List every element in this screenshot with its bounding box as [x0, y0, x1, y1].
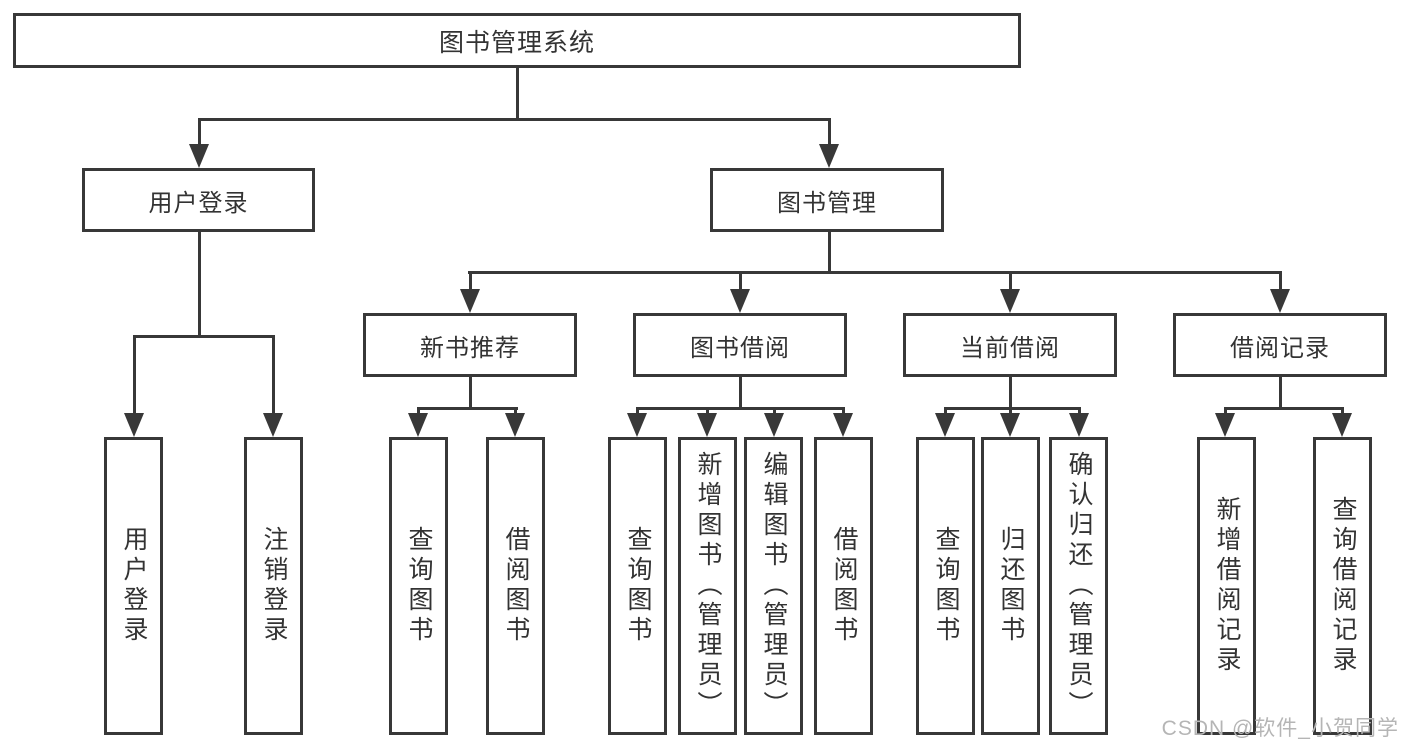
arrowhead-icon: [408, 413, 428, 437]
arrowhead-icon: [263, 413, 283, 437]
leaf-cb-return-books: 归还图书: [981, 437, 1040, 735]
arrowhead-icon: [833, 413, 853, 437]
leaf-bb-borrow-books: 借阅图书: [814, 437, 873, 735]
connector-vline: [514, 407, 517, 417]
connector-vline: [1279, 271, 1282, 293]
leaf-nb-query-books: 查询图书: [389, 437, 448, 735]
connector-vline: [1078, 407, 1081, 417]
node-library-system: 图书管理系统: [13, 13, 1021, 68]
connector-vline: [828, 118, 831, 148]
arrowhead-icon: [1332, 413, 1352, 437]
connector-vline: [469, 271, 472, 293]
connector-vline: [1009, 377, 1012, 408]
connector-vline: [1009, 271, 1012, 293]
connector-vline: [706, 407, 709, 417]
connector-vline: [842, 407, 845, 417]
connector-vline: [198, 232, 201, 336]
arrowhead-icon: [935, 413, 955, 437]
leaf-user-login: 用户登录: [104, 437, 163, 735]
connector-hline: [198, 118, 831, 121]
arrowhead-icon: [730, 289, 750, 313]
connector-vline: [828, 232, 831, 273]
leaf-bb-edit-books-admin: 编辑图书（管理员）: [744, 437, 803, 735]
connector-vline: [636, 407, 639, 417]
connector-hline: [636, 407, 845, 410]
node-current-borrow: 当前借阅: [903, 313, 1117, 377]
arrowhead-icon: [627, 413, 647, 437]
arrowhead-icon: [460, 289, 480, 313]
connector-hline: [417, 407, 518, 410]
leaf-logout: 注销登录: [244, 437, 303, 735]
connector-vline: [516, 68, 519, 120]
arrowhead-icon: [1215, 413, 1235, 437]
node-new-book-recommend: 新书推荐: [363, 313, 577, 377]
connector-vline: [417, 407, 420, 417]
connector-vline: [1279, 377, 1282, 408]
connector-hline: [1224, 407, 1344, 410]
connector-vline: [739, 271, 742, 293]
connector-vline: [272, 335, 275, 417]
connector-hline: [133, 335, 275, 338]
leaf-bb-add-books-admin: 新增图书（管理员）: [678, 437, 737, 735]
arrowhead-icon: [697, 413, 717, 437]
connector-vline: [1009, 407, 1012, 417]
arrowhead-icon: [819, 144, 839, 168]
connector-vline: [739, 377, 742, 408]
leaf-nb-borrow-books: 借阅图书: [486, 437, 545, 735]
arrowhead-icon: [1270, 289, 1290, 313]
leaf-br-add-borrow-record: 新增借阅记录: [1197, 437, 1256, 735]
leaf-cb-query-books: 查询图书: [916, 437, 975, 735]
arrowhead-icon: [1000, 413, 1020, 437]
connector-vline: [469, 377, 472, 408]
node-book-borrow: 图书借阅: [633, 313, 847, 377]
leaf-br-query-borrow-record: 查询借阅记录: [1313, 437, 1372, 735]
node-book-management: 图书管理: [710, 168, 944, 232]
connector-hline: [944, 407, 1081, 410]
node-user-login: 用户登录: [82, 168, 315, 232]
connector-vline: [1224, 407, 1227, 417]
arrowhead-icon: [1000, 289, 1020, 313]
connector-vline: [1341, 407, 1344, 417]
connector-hline: [468, 271, 1282, 274]
arrowhead-icon: [124, 413, 144, 437]
leaf-cb-confirm-return-admin: 确认归还（管理员）: [1049, 437, 1108, 735]
arrowhead-icon: [189, 144, 209, 168]
arrowhead-icon: [505, 413, 525, 437]
connector-vline: [773, 407, 776, 417]
watermark: CSDN @软件_小贺同学: [1161, 717, 1399, 740]
connector-vline: [133, 335, 136, 417]
node-borrow-record: 借阅记录: [1173, 313, 1387, 377]
connector-vline: [944, 407, 947, 417]
arrowhead-icon: [764, 413, 784, 437]
connector-vline: [198, 118, 201, 148]
arrowhead-icon: [1069, 413, 1089, 437]
leaf-bb-query-books: 查询图书: [608, 437, 667, 735]
